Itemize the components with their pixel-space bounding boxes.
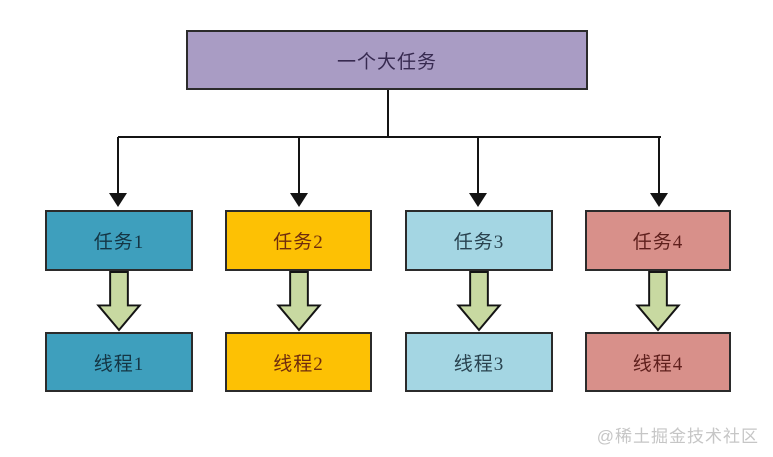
thread-label: 线程4 [632,353,684,375]
task-label: 任务3 [453,232,505,253]
connector-drop-line [117,137,119,194]
thread-box: 线程3 [405,332,553,392]
task-column-3: 任务3 线程3 [405,210,553,392]
thread-box: 线程4 [585,332,731,392]
block-down-arrow-icon [275,271,322,332]
task-column-2: 任务2 线程2 [225,210,372,392]
task-column-4: 任务4 线程4 [585,210,731,392]
task-box: 任务2 [225,210,372,271]
task-box: 任务4 [585,210,731,271]
root-task-label: 一个大任务 [336,51,437,73]
block-down-arrow-icon [456,271,502,332]
connector-drop-line [298,137,300,194]
root-task-box: 一个大任务 [186,30,588,90]
watermark: @稀土掘金技术社区 [596,427,759,446]
down-arrowhead-icon [290,193,308,207]
connector-stem-line [387,90,389,137]
thread-label: 线程1 [93,353,145,375]
thread-label: 线程3 [453,353,505,375]
block-down-arrow-icon [635,271,681,332]
task-label: 任务2 [273,232,324,253]
down-arrowhead-icon [109,193,127,207]
thread-box: 线程2 [225,332,372,392]
thread-box: 线程1 [45,332,193,392]
connector-drop-line [477,137,479,194]
task-box: 任务3 [405,210,553,271]
thread-label: 线程2 [273,353,324,375]
task-label: 任务1 [93,232,145,253]
block-down-arrow-icon [96,271,142,332]
task-label: 任务4 [632,232,684,253]
task-box: 任务1 [45,210,193,271]
down-arrowhead-icon [469,193,487,207]
connector-drop-line [658,137,660,194]
connector-horizontal-line [118,136,661,138]
task-column-1: 任务1 线程1 [45,210,193,392]
down-arrowhead-icon [650,193,668,207]
